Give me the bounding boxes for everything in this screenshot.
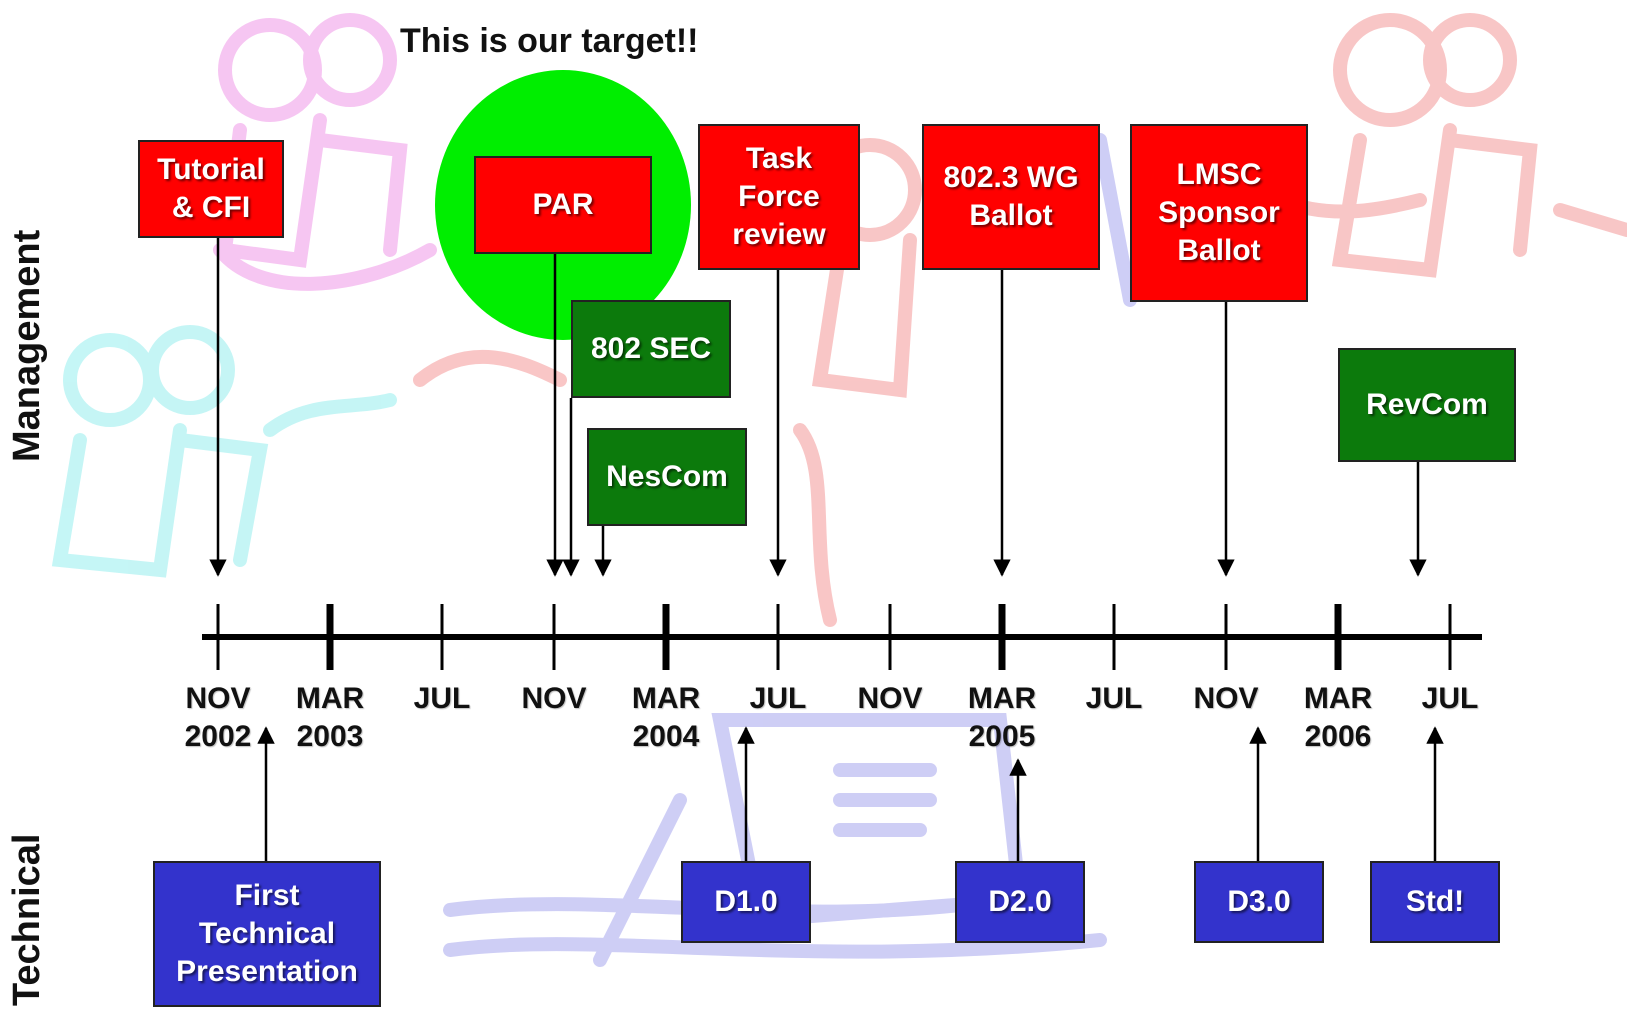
management-milestone-box: 802.3 WG Ballot	[922, 124, 1100, 270]
management-milestone-box: NesCom	[587, 428, 747, 526]
management-milestone-box: LMSC Sponsor Ballot	[1130, 124, 1308, 302]
timeline-tick-label: JUL	[749, 682, 807, 715]
technical-milestone-box: D1.0	[681, 861, 811, 943]
management-milestone-box: Task Force review	[698, 124, 860, 270]
management-milestone-box: PAR	[474, 156, 652, 254]
technical-milestone-box: First Technical Presentation	[153, 861, 381, 1007]
timeline-tick-label: MAR 2006	[1303, 682, 1373, 753]
technical-milestone-box: D2.0	[955, 861, 1085, 943]
technical-milestone-box: Std!	[1370, 861, 1500, 943]
timeline-tick-label: MAR 2003	[295, 682, 365, 753]
timeline-tick-label: NOV 2002	[184, 682, 252, 753]
target-note: This is our target!!	[400, 22, 699, 60]
timeline-tick-label: MAR 2005	[967, 682, 1037, 753]
technical-milestone-box: D3.0	[1194, 861, 1324, 943]
projector-red-clipart	[413, 13, 1627, 627]
timeline-tick-label: MAR 2004	[631, 682, 701, 753]
management-milestone-box: RevCom	[1338, 348, 1516, 462]
timeline-tick-label: NOV	[1193, 682, 1259, 715]
management-milestone-box: Tutorial & CFI	[138, 140, 284, 238]
projector-pink-clipart	[213, 13, 437, 291]
projector-cyan-clipart	[51, 325, 397, 578]
management-milestone-box: 802 SEC	[571, 300, 731, 398]
timeline-tick-label: NOV	[857, 682, 923, 715]
timeline-tick-label: JUL	[413, 682, 471, 715]
timeline-tick-label: NOV	[521, 682, 587, 715]
timeline-tick-label: JUL	[1085, 682, 1143, 715]
timeline-tick-label: JUL	[1421, 682, 1479, 715]
